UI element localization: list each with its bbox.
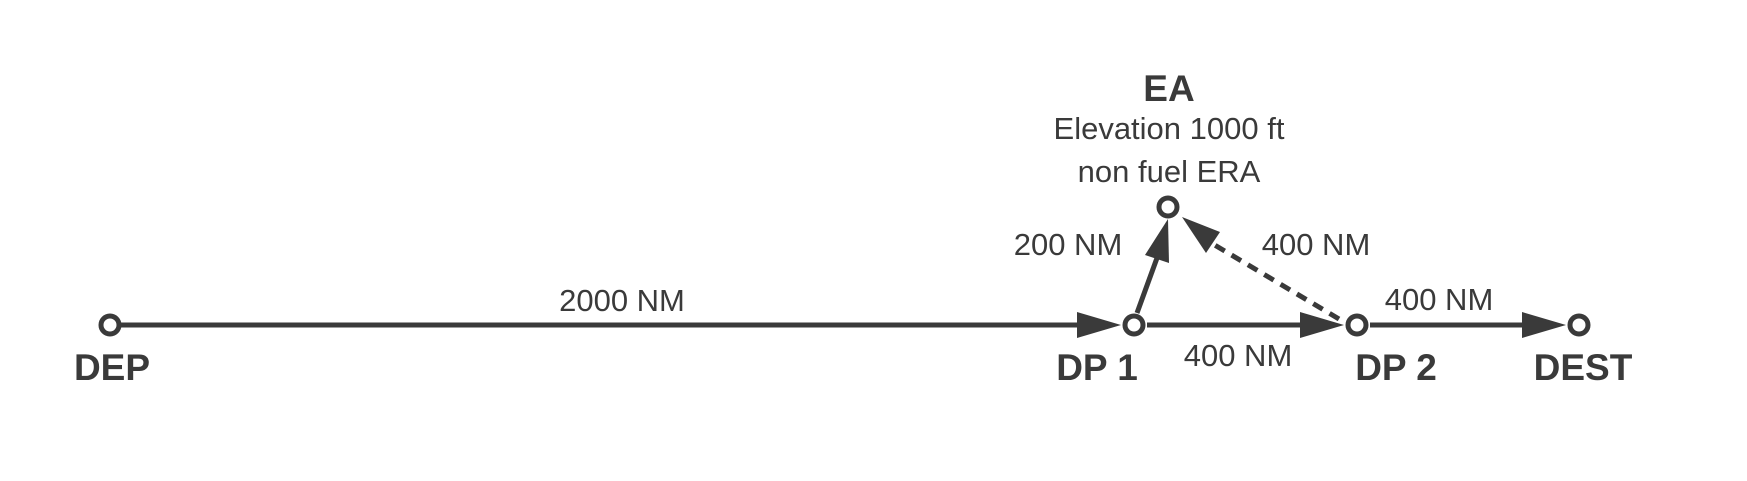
node-dest: [1567, 313, 1591, 337]
node-marker: [1122, 313, 1146, 337]
distance-dep-dp1: 2000 NM: [559, 283, 685, 318]
node-ea: [1156, 195, 1180, 219]
node-marker: [1345, 313, 1369, 337]
dp2-label: DP 2: [1355, 347, 1437, 388]
edge-dep-dp1: [110, 312, 1121, 338]
dp1-label: DP 1: [1056, 347, 1138, 388]
distance-dp2-ea: 400 NM: [1262, 227, 1371, 262]
distance-dp1-ea: 200 NM: [1014, 227, 1123, 262]
dep-label: DEP: [74, 347, 150, 388]
arrowhead: [1300, 312, 1344, 338]
arrowhead: [1145, 219, 1169, 263]
distance-dp1-dp2: 400 NM: [1184, 338, 1293, 373]
node-marker: [1567, 313, 1591, 337]
node-dp2: [1345, 313, 1369, 337]
arrowhead: [1077, 312, 1121, 338]
arrowhead: [1522, 312, 1566, 338]
node-dep: [98, 313, 122, 337]
ea-elevation-text: Elevation 1000 ft: [1054, 111, 1285, 146]
distance-dp2-dest: 400 NM: [1385, 282, 1494, 317]
ea-type-text: non fuel ERA: [1078, 154, 1261, 189]
edge-dp2-dest: [1370, 312, 1566, 338]
edge-dp1-dp2: [1147, 312, 1344, 338]
node-marker: [98, 313, 122, 337]
dest-label: DEST: [1534, 347, 1633, 388]
edge-line: [1134, 257, 1160, 314]
node-marker: [1156, 195, 1180, 219]
edge-line: [1211, 241, 1341, 322]
edge-dp1-ea: [1134, 219, 1169, 314]
edge-dp2-ea: [1182, 217, 1341, 322]
node-dp1: [1122, 313, 1146, 337]
ea-label: EA: [1143, 68, 1194, 109]
arrowhead: [1182, 217, 1220, 253]
